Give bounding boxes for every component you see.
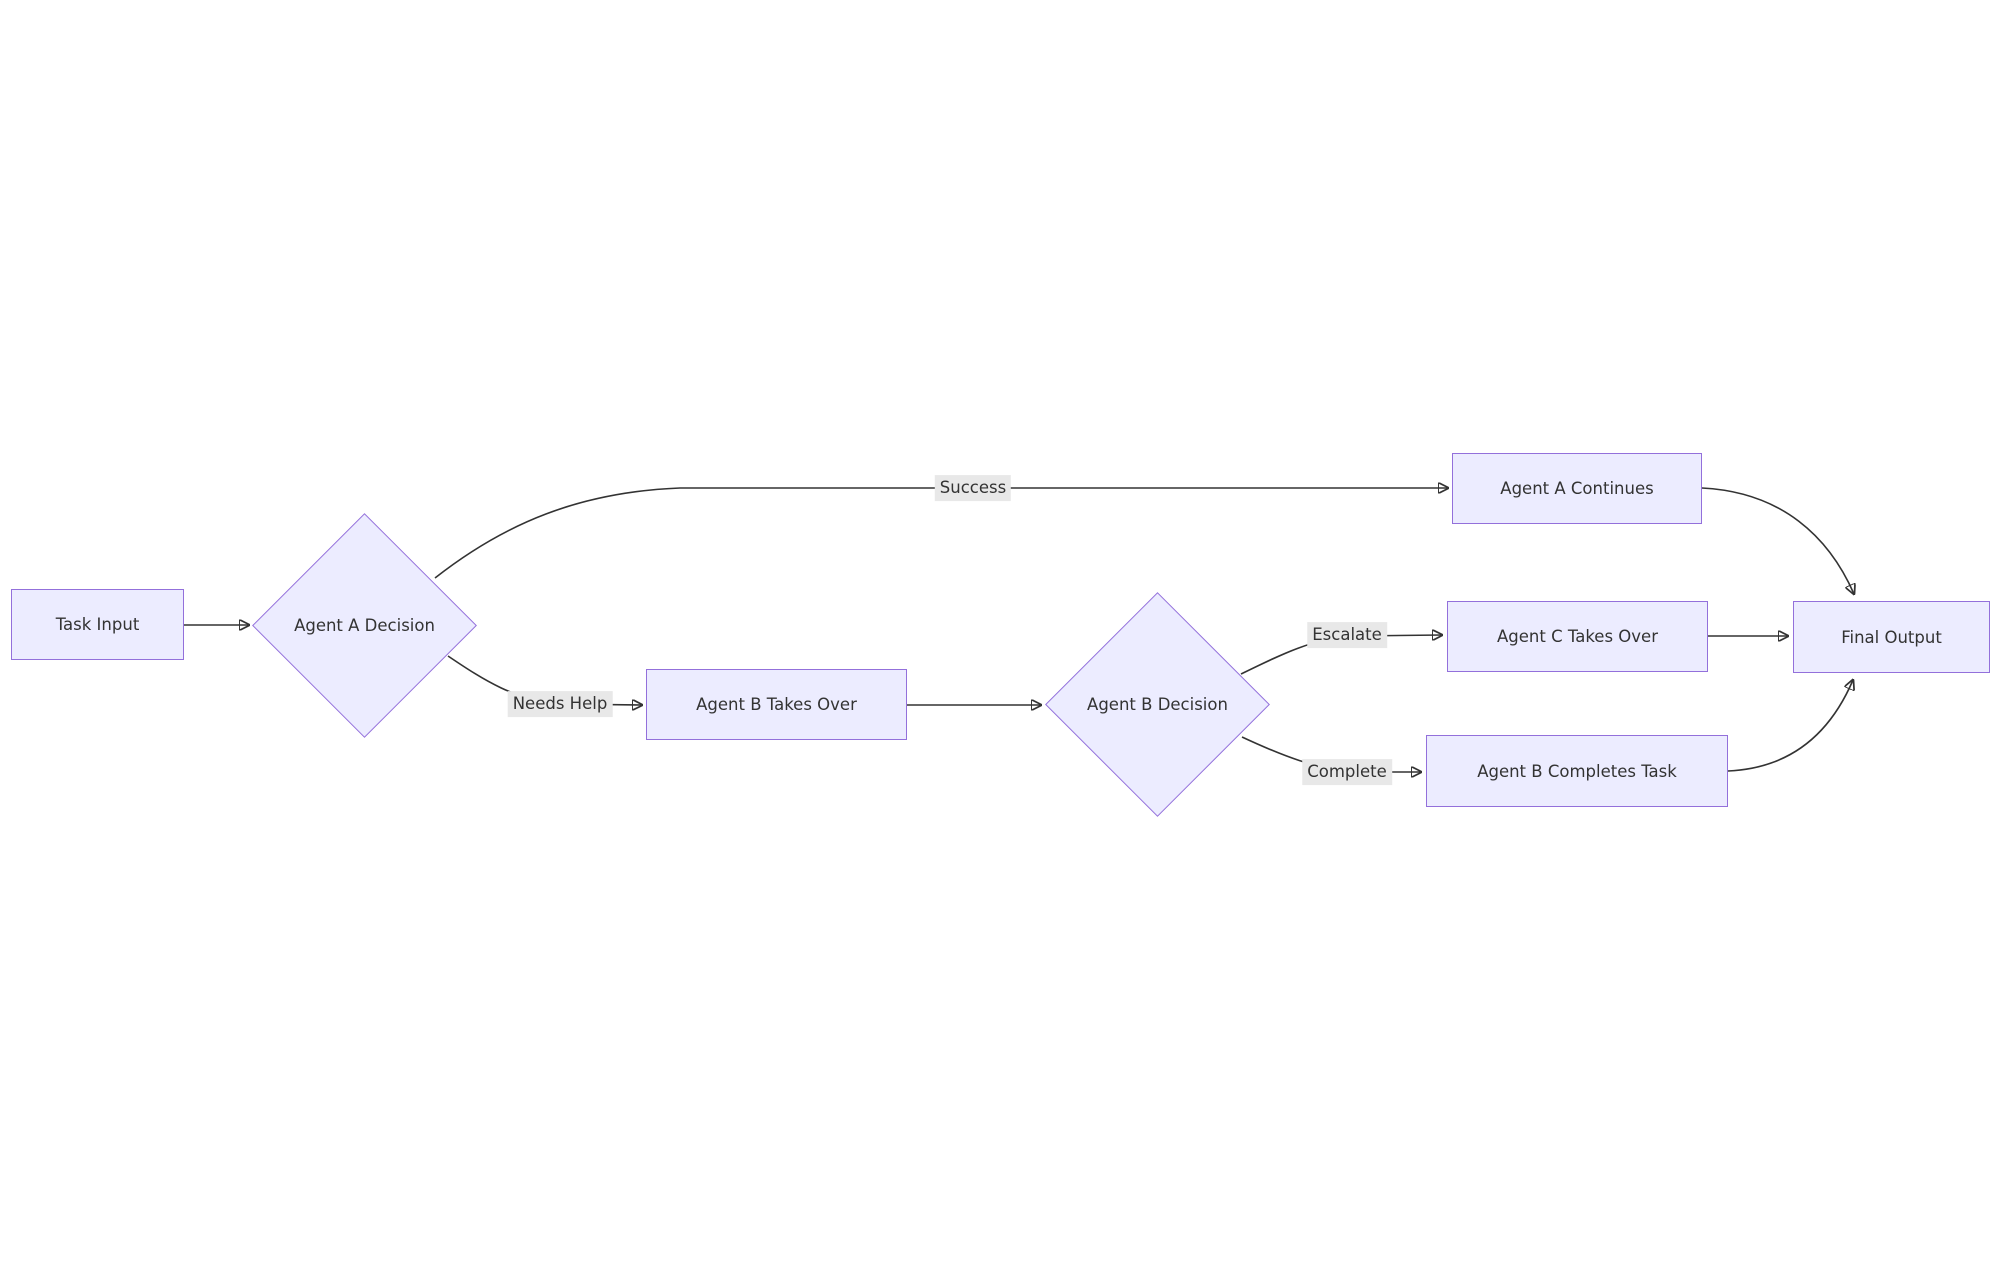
node-agent-b-completes-task: Agent B Completes Task — [1426, 735, 1728, 807]
edge-label-success: Success — [934, 475, 1012, 501]
node-agent-b-decision: Agent B Decision — [1045, 592, 1270, 817]
node-label: Agent B Completes Task — [1477, 761, 1677, 781]
node-label: Agent B Takes Over — [696, 695, 857, 714]
node-label: Task Input — [55, 615, 140, 634]
node-label: Agent A Decision — [294, 616, 435, 635]
node-agent-b-takes-over: Agent B Takes Over — [646, 669, 907, 740]
node-label: Agent C Takes Over — [1497, 627, 1658, 646]
node-label: Agent A Continues — [1500, 479, 1654, 498]
edge-label-escalate: Escalate — [1307, 622, 1387, 648]
edge-agent-b-completes-task-to-final-output — [1727, 680, 1853, 772]
node-final-output: Final Output — [1793, 601, 1990, 673]
edge-agent-a-decision-to-agent-a-continues — [434, 488, 1448, 579]
node-agent-c-takes-over: Agent C Takes Over — [1447, 601, 1708, 672]
edge-agent-a-continues-to-final-output — [1701, 487, 1854, 594]
edge-label-needs-help: Needs Help — [507, 691, 613, 717]
node-label: Final Output — [1841, 627, 1942, 647]
edge-label-complete: Complete — [1302, 759, 1392, 785]
node-task-input: Task Input — [11, 589, 184, 660]
node-label: Agent B Decision — [1087, 695, 1228, 714]
node-agent-a-continues: Agent A Continues — [1452, 453, 1702, 524]
node-agent-a-decision: Agent A Decision — [252, 513, 477, 738]
